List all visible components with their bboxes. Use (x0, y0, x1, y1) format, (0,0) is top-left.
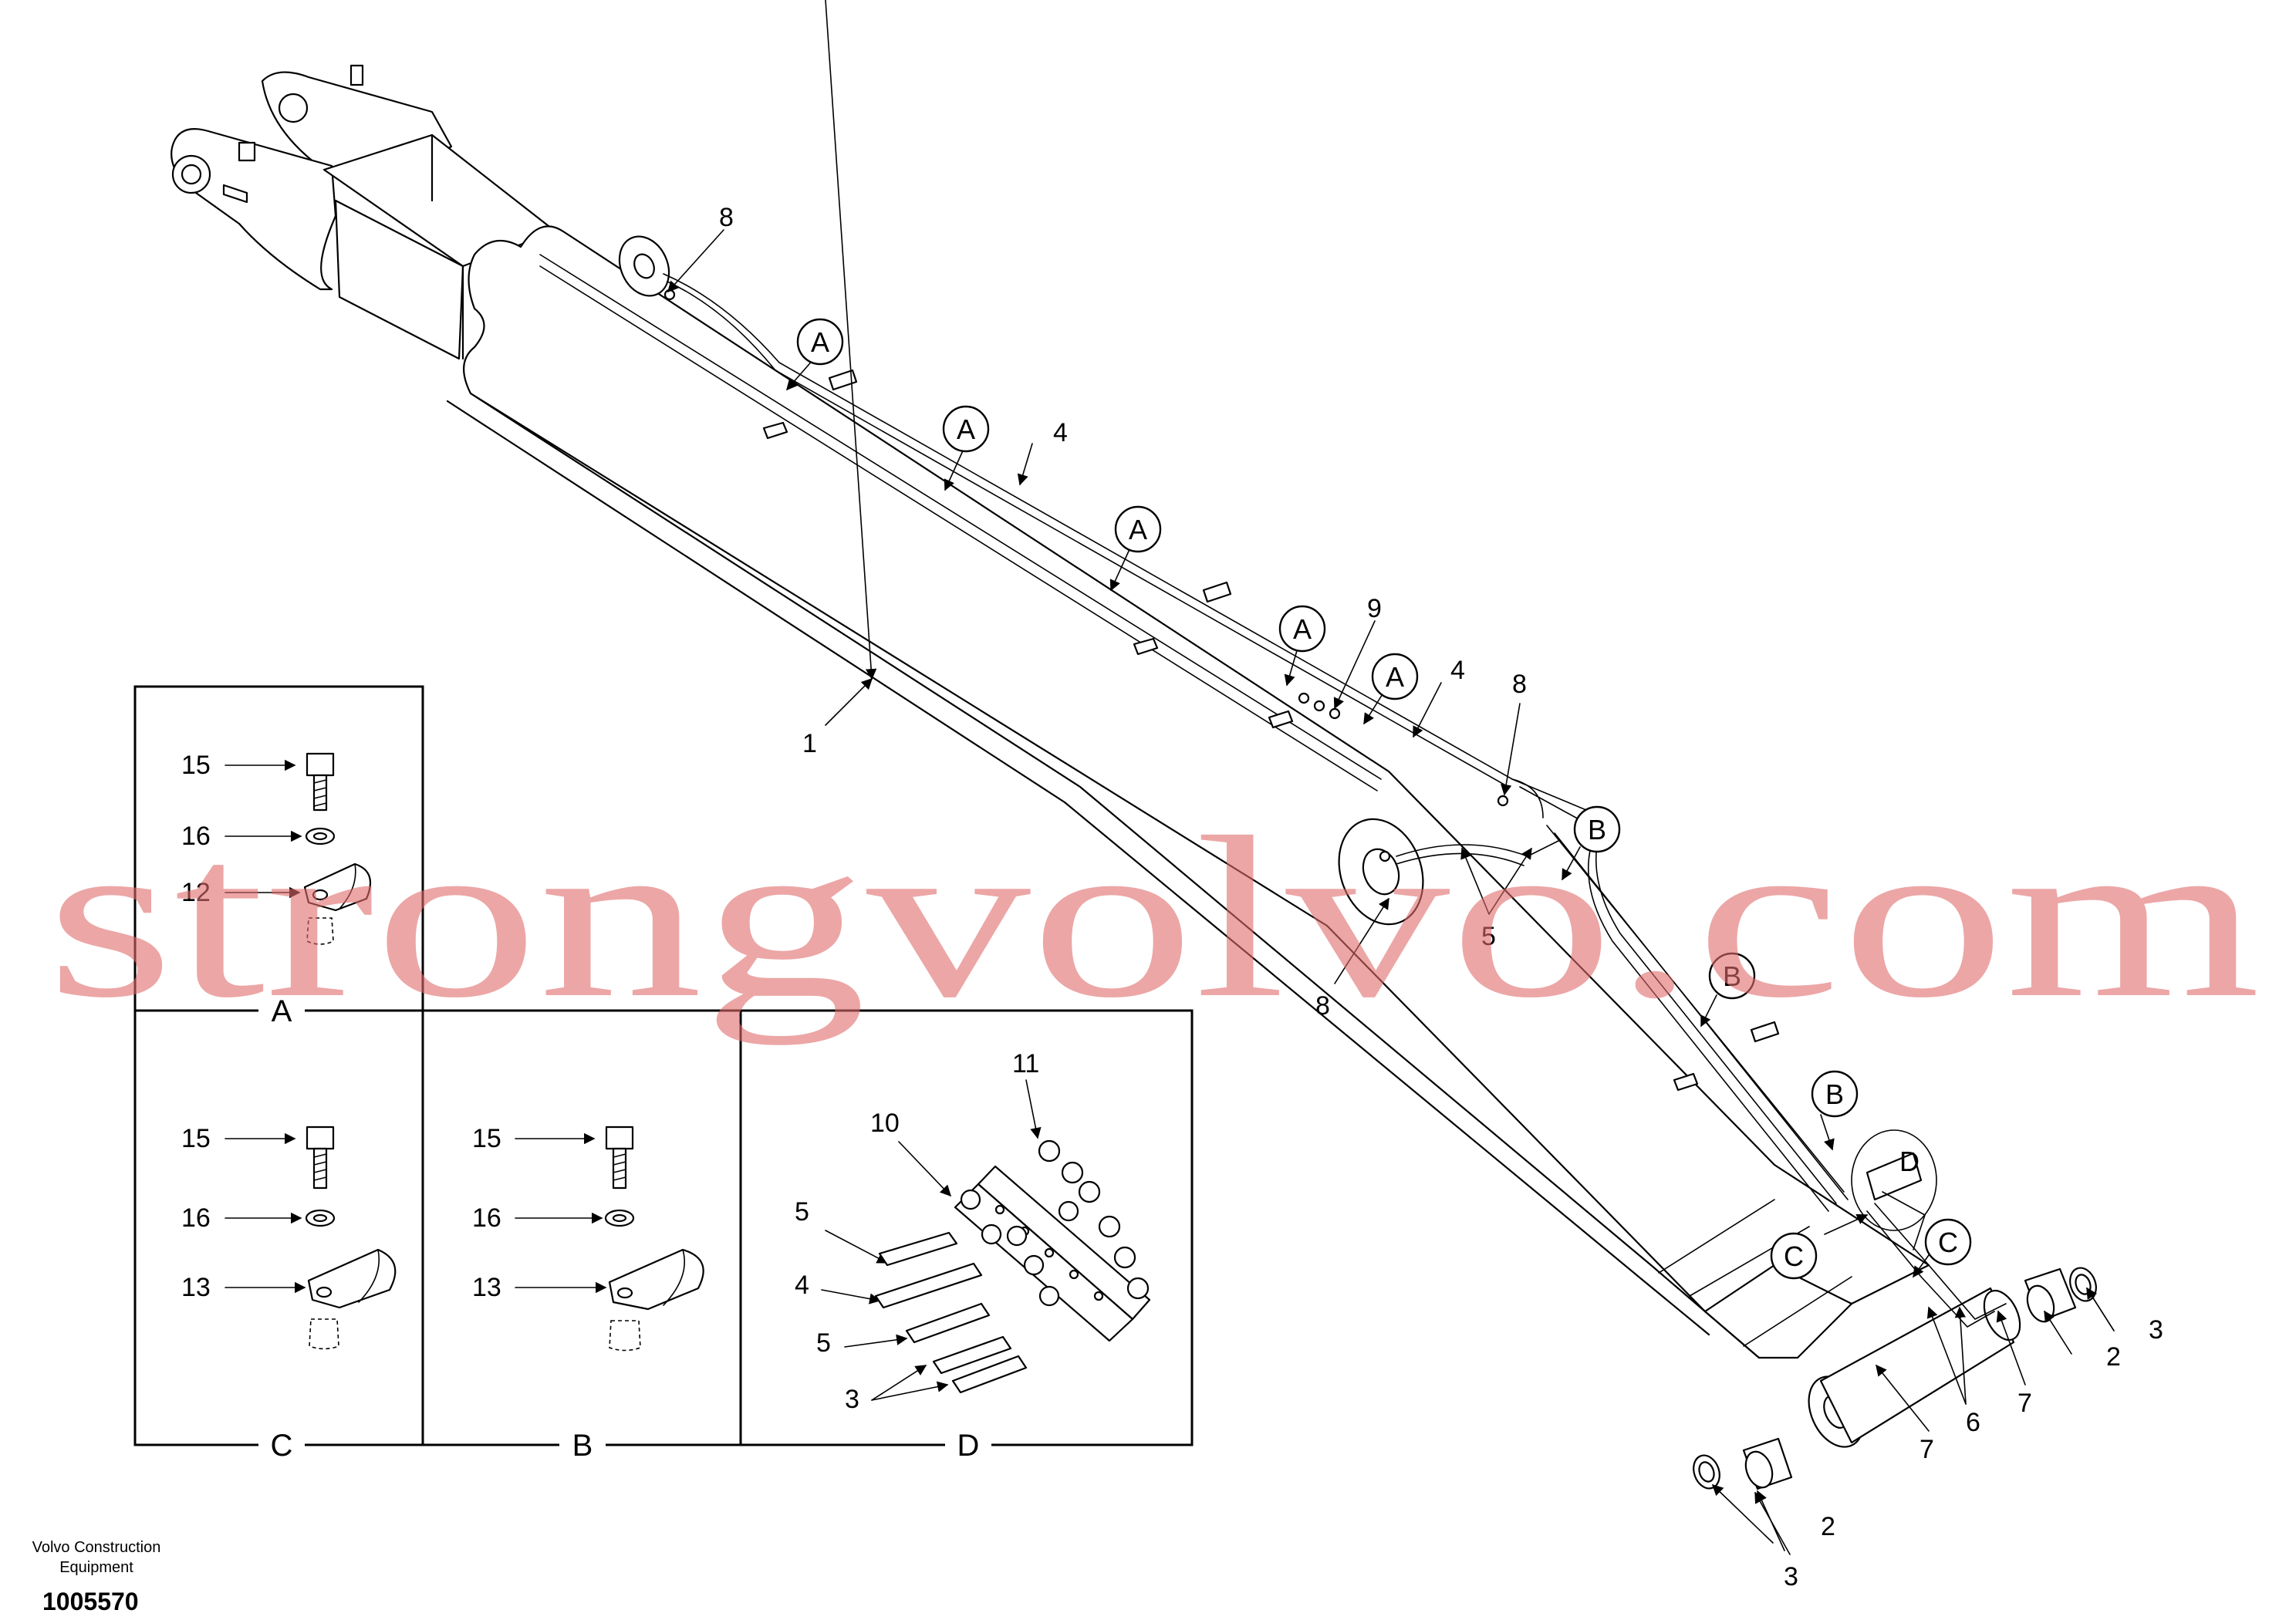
svg-text:A: A (1293, 613, 1312, 645)
hose-clamps (663, 289, 1780, 1092)
view-b-item-bolt: 15 (472, 1124, 501, 1153)
view-bubble-b: B (1708, 952, 1756, 1000)
callout-9: 9 (1367, 594, 1382, 623)
view-bubble-a: A (1278, 605, 1326, 653)
view-d-item-4: 4 (795, 1271, 809, 1300)
view-bubble-c: C (1770, 1232, 1818, 1280)
view-bubble-a: A (1114, 505, 1162, 553)
detail-view-d: D 11 10 5 4 5 3 (795, 1049, 1151, 1463)
leader-lines (667, 0, 2115, 1555)
view-bubble-c: C (1924, 1218, 1972, 1266)
view-c-item-clamp: 13 (181, 1273, 211, 1302)
view-d-item-5-lower: 5 (816, 1328, 831, 1358)
detail-view-b: B 15 16 13 (472, 1124, 704, 1463)
svg-text:C: C (1938, 1227, 1958, 1258)
view-b-item-washer: 16 (472, 1203, 501, 1233)
view-b-item-clamp: 13 (472, 1273, 501, 1302)
view-reference-bubbles: A A A A A B B B (796, 318, 1972, 1280)
clamp-part (307, 1248, 397, 1350)
view-bubble-a: A (942, 405, 990, 453)
view-bubble-d: D (1899, 1146, 1920, 1177)
view-a-item-washer: 16 (181, 822, 211, 851)
view-c-title: C (271, 1429, 293, 1463)
callout-2-right: 2 (2106, 1342, 2121, 1372)
view-d-item-3: 3 (845, 1385, 859, 1414)
svg-text:D: D (1899, 1146, 1920, 1177)
bolt-part (306, 1126, 335, 1190)
washer-part (305, 827, 336, 845)
svg-text:A: A (1129, 514, 1147, 545)
callout-4-lower: 4 (1450, 656, 1465, 685)
view-c-item-washer: 16 (181, 1203, 211, 1233)
callout-8-top: 8 (719, 203, 734, 232)
view-bubble-b: B (1573, 805, 1621, 853)
detail-view-panels: A 15 16 12 C (133, 685, 1194, 1463)
svg-text:B: B (1588, 814, 1606, 845)
callout-7-right: 7 (2017, 1389, 2032, 1418)
manufacturer-line-2: Equipment (59, 1559, 133, 1576)
callout-8-right: 8 (1512, 670, 1527, 699)
callout-labels: 1 4 4 5 6 7 7 8 8 8 9 2 2 3 3 (719, 203, 2163, 1591)
view-d-item-11: 11 (1012, 1049, 1039, 1078)
callout-5: 5 (1481, 922, 1496, 951)
view-a-item-bolt: 15 (181, 751, 211, 780)
callout-3-right: 3 (2149, 1315, 2163, 1345)
view-d-title: D (957, 1429, 980, 1463)
manufacturer-line-1: Volvo Construction (32, 1539, 161, 1556)
document-number: 1005570 (42, 1588, 139, 1615)
view-a-item-clamp: 12 (181, 878, 211, 907)
view-c-item-bolt: 15 (181, 1124, 211, 1153)
bolt-part (605, 1126, 634, 1190)
hoses-part (874, 1231, 1028, 1394)
view-d-item-10: 10 (870, 1109, 900, 1138)
callout-7-lower: 7 (1920, 1435, 1934, 1464)
svg-text:C: C (1784, 1240, 1804, 1272)
view-bubble-b: B (1811, 1070, 1859, 1118)
callout-3-lower: 3 (1784, 1562, 1798, 1591)
view-d-item-5-upper: 5 (795, 1197, 809, 1227)
view-b-title: B (572, 1429, 593, 1463)
svg-text:B: B (1825, 1078, 1844, 1110)
callout-2-lower: 2 (1821, 1512, 1835, 1541)
svg-text:A: A (811, 326, 829, 358)
callout-4-upper: 4 (1053, 418, 1068, 447)
view-bubble-a: A (796, 318, 844, 366)
detail-view-c: C 15 16 13 (181, 1124, 397, 1463)
dipper-arm (171, 64, 2021, 1448)
clamp-part (608, 1248, 704, 1352)
footer: Volvo Construction Equipment 1005570 (32, 1539, 161, 1615)
svg-text:A: A (957, 413, 975, 445)
view-a-title: A (272, 994, 292, 1028)
clamp-part (303, 862, 372, 945)
washer-part (305, 1209, 336, 1227)
callout-1: 1 (802, 729, 817, 758)
watermark-text: strongvolvo.com (46, 789, 2261, 1046)
hose-lines (663, 273, 2007, 1328)
washer-part (604, 1209, 635, 1227)
svg-text:A: A (1386, 661, 1404, 693)
view-bubble-a: A (1371, 653, 1419, 700)
svg-text:B: B (1723, 960, 1741, 992)
callout-6: 6 (1966, 1408, 1980, 1437)
detail-view-a: A 15 16 12 (181, 751, 372, 1028)
fittings-part (960, 1139, 1150, 1307)
bolt-part (306, 752, 335, 812)
callout-8-mid: 8 (1315, 991, 1330, 1021)
